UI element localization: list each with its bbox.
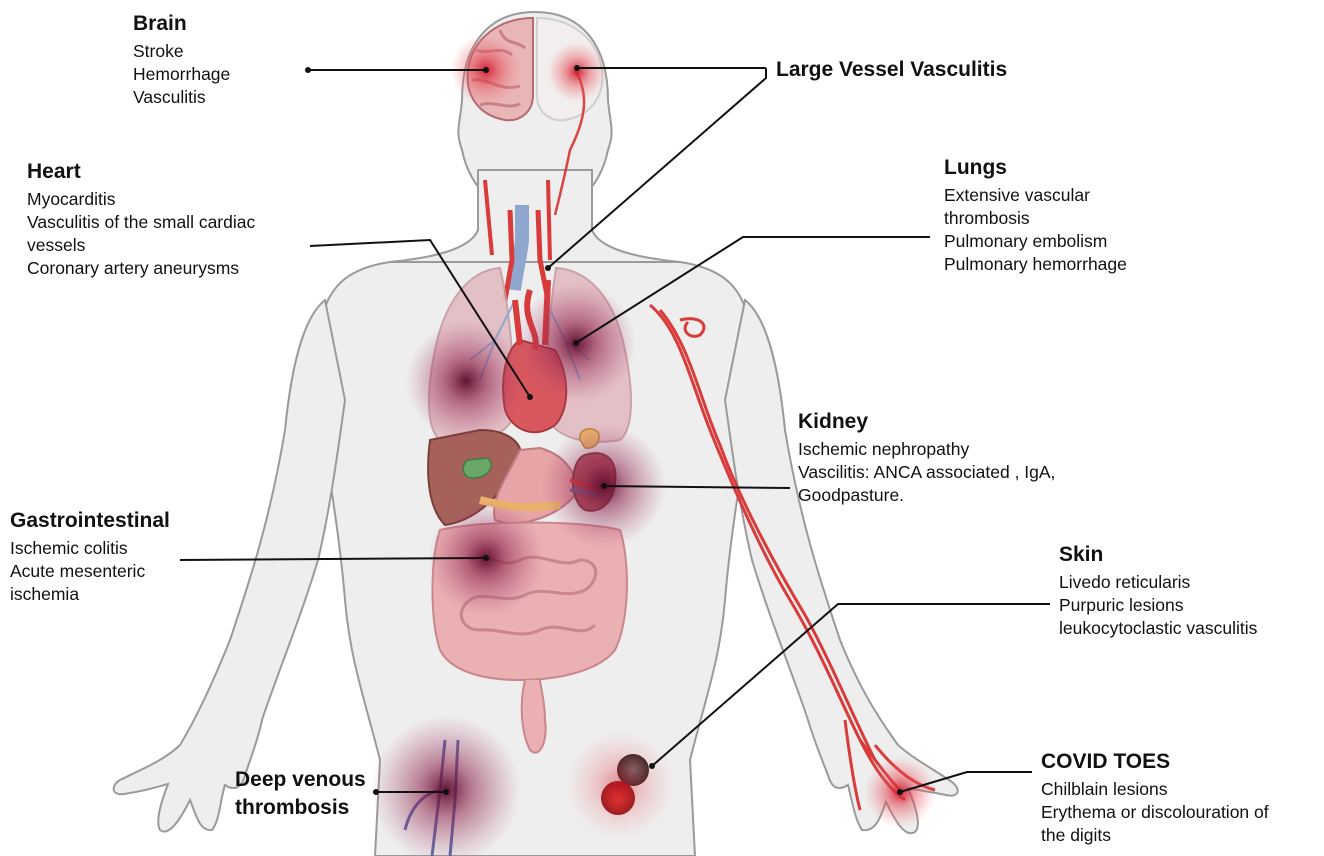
label-lungs-item: thrombosis <box>944 207 1127 230</box>
label-skin-item: Purpuric lesions <box>1059 594 1257 617</box>
label-dvt: Deep venous thrombosis <box>235 766 366 823</box>
label-lungs-item: Pulmonary hemorrhage <box>944 253 1127 276</box>
label-kidney-item: Vascilitis: ANCA associated , IgA, <box>798 461 1055 484</box>
label-heart-item: Vasculitis of the small cardiac <box>27 211 255 234</box>
label-gi-item: Ischemic colitis <box>10 537 170 560</box>
label-kidney: Kidney Ischemic nephropathy Vascilitis: … <box>798 408 1055 507</box>
label-kidney-item: Goodpasture. <box>798 484 1055 507</box>
label-gi-item: Acute mesenteric <box>10 560 170 583</box>
label-lungs: Lungs Extensive vascular thrombosis Pulm… <box>944 154 1127 276</box>
label-gi-title: Gastrointestinal <box>10 507 170 535</box>
label-heart-item: Myocarditis <box>27 188 255 211</box>
label-skin: Skin Livedo reticularis Purpuric lesions… <box>1059 541 1257 640</box>
label-brain-item: Vasculitis <box>133 86 230 109</box>
label-skin-title: Skin <box>1059 541 1257 569</box>
label-covid-toes-item: Erythema or discolouration of <box>1041 801 1269 824</box>
label-brain-title: Brain <box>133 10 230 38</box>
label-brain: Brain Stroke Hemorrhage Vasculitis <box>133 10 230 109</box>
label-covid-toes: COVID TOES Chilblain lesions Erythema or… <box>1041 748 1269 847</box>
label-kidney-title: Kidney <box>798 408 1055 436</box>
label-lungs-item: Pulmonary embolism <box>944 230 1127 253</box>
label-dvt-title: Deep venous <box>235 766 366 794</box>
label-lungs-item: Extensive vascular <box>944 184 1127 207</box>
label-covid-toes-item: Chilblain lesions <box>1041 778 1269 801</box>
label-covid-toes-item: the digits <box>1041 824 1269 847</box>
label-brain-item: Hemorrhage <box>133 63 230 86</box>
label-lungs-title: Lungs <box>944 154 1127 182</box>
label-kidney-item: Ischemic nephropathy <box>798 438 1055 461</box>
label-large-vessel: Large Vessel Vasculitis <box>776 56 1007 86</box>
label-gastrointestinal: Gastrointestinal Ischemic colitis Acute … <box>10 507 170 606</box>
label-brain-item: Stroke <box>133 40 230 63</box>
label-skin-item: leukocytoclastic vasculitis <box>1059 617 1257 640</box>
label-gi-item: ischemia <box>10 583 170 606</box>
label-heart-item: Coronary artery aneurysms <box>27 257 255 280</box>
label-heart-title: Heart <box>27 158 255 186</box>
label-heart: Heart Myocarditis Vasculitis of the smal… <box>27 158 255 280</box>
label-skin-item: Livedo reticularis <box>1059 571 1257 594</box>
right-arm <box>725 300 958 833</box>
label-large-vessel-title: Large Vessel Vasculitis <box>776 56 1007 84</box>
label-heart-item: vessels <box>27 234 255 257</box>
label-dvt-title: thrombosis <box>235 794 366 822</box>
label-covid-toes-title: COVID TOES <box>1041 748 1269 776</box>
neck <box>390 170 680 262</box>
